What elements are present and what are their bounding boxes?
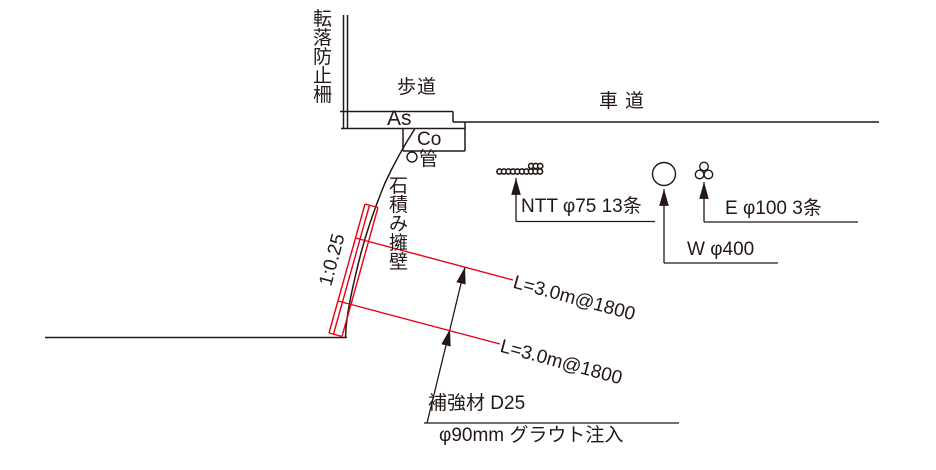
facing-outer-line — [328, 203, 366, 334]
leader-lines — [424, 178, 858, 424]
electric-duct-circle — [703, 169, 714, 180]
electric-duct-circle — [699, 161, 710, 172]
pipe-symbol-circle — [406, 151, 418, 163]
concrete-label: Co — [417, 129, 442, 150]
asphalt-label: As — [387, 107, 412, 130]
ntt-duct-bank — [496, 162, 544, 175]
reinforced-wall-facing — [328, 203, 514, 345]
road-structure-lines — [45, 15, 879, 339]
soil-nail-upper-line — [355, 237, 514, 281]
grout-label: φ90mm グラウト注入 — [439, 425, 624, 446]
water-main-label: W φ400 — [687, 239, 755, 260]
reinforcement-leader-upper-segment — [449, 266, 466, 330]
facing-inner-line — [341, 207, 379, 337]
pipe-label: 管 — [419, 149, 439, 170]
water-main-circle — [651, 161, 677, 187]
facing-outer-line2 — [332, 205, 371, 335]
electric-duct-circle — [694, 169, 705, 180]
reinforcement-material-label: 補強材 D25 — [428, 393, 526, 414]
fence-label: 転落防止柵 — [312, 9, 332, 106]
facing-top-cap — [364, 203, 379, 209]
reinforcement-leader-lower-segment — [426, 328, 451, 424]
soil-nail-lower-line — [337, 300, 501, 345]
ntt-duct-label: NTT φ75 13条 — [521, 196, 642, 217]
stone-wall-label: 石積み擁壁 — [388, 176, 408, 273]
facing-bottom-cap — [328, 332, 343, 338]
electric-duct-label: E φ100 3条 — [725, 198, 822, 219]
utility-symbols — [406, 151, 714, 187]
roadway-label: 車道 — [599, 91, 652, 112]
sidewalk-label: 歩道 — [397, 77, 438, 98]
